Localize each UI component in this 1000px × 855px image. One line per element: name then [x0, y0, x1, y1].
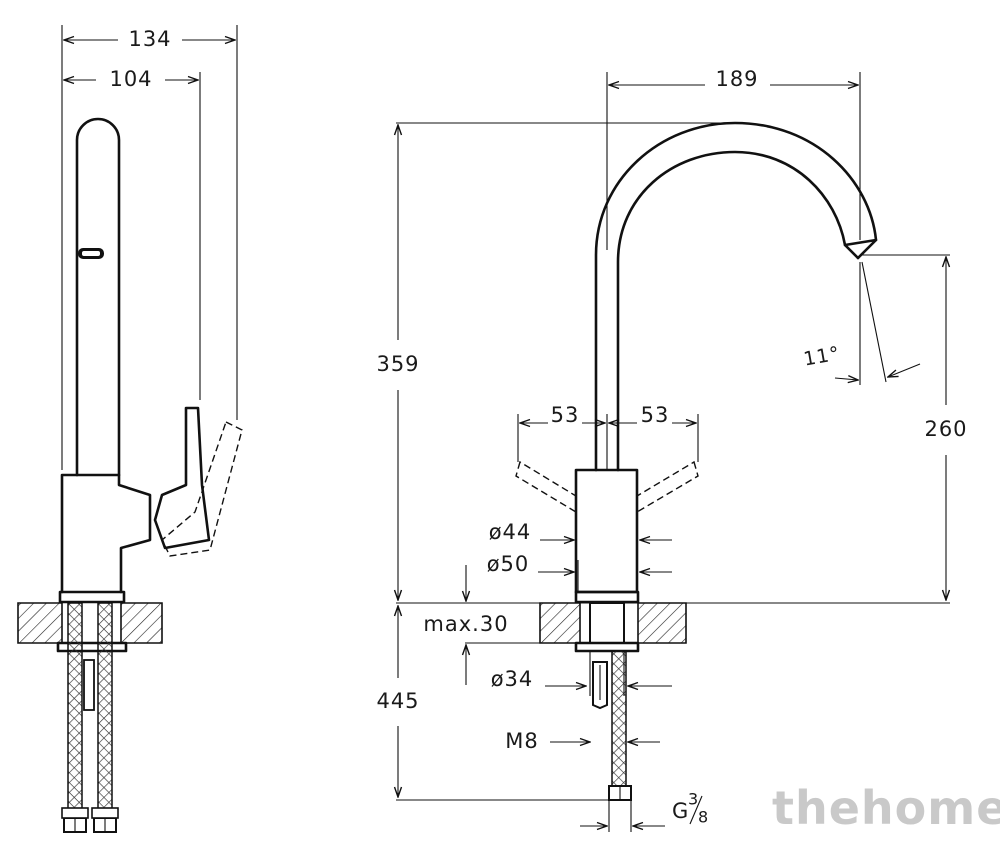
- side-countertop-left: [17, 602, 63, 644]
- side-stud: [83, 659, 95, 711]
- side-view: 134 104: [17, 25, 243, 833]
- side-base-plate: [58, 590, 126, 604]
- dim-label-m8: M8: [505, 729, 538, 753]
- svg-text:8: 8: [698, 808, 709, 827]
- watermark-logo: thehome: [772, 781, 1000, 835]
- side-countertop-right: [120, 602, 163, 644]
- front-view: 189 359 260 11° 53 53 ø44: [376, 67, 967, 832]
- front-gooseneck-outer: [594, 121, 878, 472]
- front-body: [574, 468, 639, 594]
- side-hose-left: [67, 602, 83, 819]
- front-countertop-right: [637, 602, 687, 644]
- front-countertop-left: [539, 602, 581, 644]
- dim-line-angle: [834, 378, 858, 380]
- front-lever-right-dashed: [636, 460, 699, 514]
- dim-label-max30: max.30: [423, 612, 508, 636]
- svg-text:3: 3: [688, 790, 699, 809]
- dim-label-445: 445: [376, 689, 419, 713]
- dim-label-53-left: 53: [551, 403, 580, 427]
- front-lock-nut: [574, 641, 640, 653]
- side-handle-dashed: [161, 421, 243, 557]
- side-hose-right: [97, 602, 113, 819]
- front-base-plate: [574, 590, 640, 604]
- side-handle: [153, 406, 211, 550]
- front-gooseneck-inner: [616, 150, 860, 472]
- dim-label-g38: G 3 8: [672, 790, 709, 827]
- side-lock-nut: [56, 641, 128, 653]
- side-spout-tube: [75, 117, 121, 477]
- front-shank: [589, 602, 625, 644]
- dim-label-134: 134: [128, 27, 171, 51]
- dim-label-189: 189: [715, 67, 758, 91]
- svg-text:G: G: [672, 799, 689, 823]
- dim-label-angle: 11°: [802, 342, 842, 370]
- dim-label-d50: ø50: [487, 552, 530, 576]
- front-lever-left-dashed: [515, 460, 577, 514]
- side-hose-nuts: [61, 807, 119, 833]
- dim-label-104: 104: [109, 67, 152, 91]
- dim-label-d34: ø34: [491, 667, 534, 691]
- side-body: [60, 473, 152, 594]
- dim-label-260: 260: [924, 417, 967, 441]
- dim-label-d44: ø44: [489, 520, 532, 544]
- dim-label-53-right: 53: [641, 403, 670, 427]
- dim-label-359: 359: [376, 352, 419, 376]
